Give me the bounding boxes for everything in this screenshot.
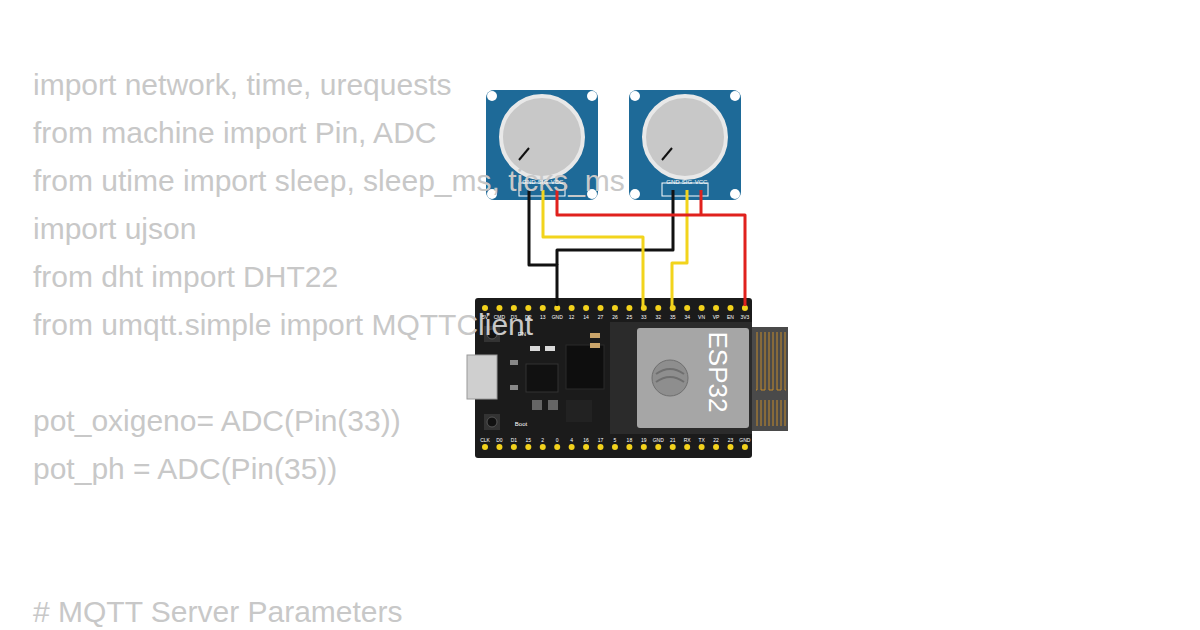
pin-label: 3V3 bbox=[740, 315, 749, 320]
header-pin bbox=[525, 444, 531, 450]
chip-label: ESP32 bbox=[705, 332, 731, 413]
header-pin bbox=[655, 444, 661, 450]
pin-label: D2 bbox=[525, 315, 531, 320]
pin-label: 16 bbox=[583, 438, 589, 443]
code-line: import network, time, urequests bbox=[33, 70, 452, 100]
header-pin bbox=[612, 305, 618, 311]
pin-label: 15 bbox=[526, 438, 532, 443]
pin-label: 34 bbox=[684, 315, 690, 320]
button-label: EN bbox=[518, 331, 526, 337]
pin-label: D0 bbox=[496, 438, 502, 443]
pin-label: 26 bbox=[612, 315, 618, 320]
header-pin bbox=[727, 305, 733, 311]
pin-label: GND bbox=[552, 315, 563, 320]
header-pin bbox=[699, 305, 705, 311]
header-pin bbox=[626, 444, 632, 450]
header-pin bbox=[540, 305, 546, 311]
pin-label: 18 bbox=[627, 438, 633, 443]
pin-label: TX bbox=[698, 438, 704, 443]
header-pin bbox=[482, 444, 488, 450]
pin-label: D1 bbox=[511, 438, 517, 443]
header-pin bbox=[540, 444, 546, 450]
header-pin bbox=[699, 444, 705, 450]
pin-label: 19 bbox=[641, 438, 647, 443]
code-line: pot_ph = ADC(Pin(35)) bbox=[33, 454, 337, 484]
pin-label: 0 bbox=[556, 438, 559, 443]
header-pin bbox=[641, 444, 647, 450]
pin-label: GND bbox=[522, 179, 535, 185]
potentiometer bbox=[629, 90, 741, 200]
pin-label: CLK bbox=[480, 438, 490, 443]
pin-label: GND bbox=[666, 179, 679, 185]
header-pin bbox=[583, 444, 589, 450]
header-pin bbox=[612, 444, 618, 450]
pin-label: 33 bbox=[641, 315, 647, 320]
header-pin bbox=[742, 444, 748, 450]
code-line: from machine import Pin, ADC bbox=[33, 118, 436, 148]
pin-label: D3 bbox=[511, 315, 517, 320]
header-pin bbox=[727, 444, 733, 450]
pin-label: VN bbox=[698, 315, 705, 320]
header-pin bbox=[655, 305, 661, 311]
pin-label: 35 bbox=[670, 315, 676, 320]
pin-label: 21 bbox=[670, 438, 676, 443]
code-line: from dht import DHT22 bbox=[33, 262, 338, 292]
header-pin bbox=[670, 444, 676, 450]
pin-label: VCC bbox=[551, 179, 564, 185]
header-pin bbox=[569, 305, 575, 311]
code-line: # MQTT Server Parameters bbox=[33, 597, 403, 627]
header-pin bbox=[684, 444, 690, 450]
header-pin bbox=[713, 305, 719, 311]
pin-label: 12 bbox=[569, 315, 575, 320]
header-pin bbox=[569, 444, 575, 450]
pin-label: 5 bbox=[614, 438, 617, 443]
pin-label: RX bbox=[684, 438, 691, 443]
header-pin bbox=[713, 444, 719, 450]
pin-label: VCC bbox=[695, 179, 708, 185]
pin-label: EN bbox=[727, 315, 734, 320]
pin-label: CMD bbox=[494, 315, 505, 320]
pin-label: GND bbox=[739, 438, 750, 443]
pin-label: 13 bbox=[540, 315, 546, 320]
pin-label: 27 bbox=[598, 315, 604, 320]
header-pin bbox=[583, 305, 589, 311]
wires bbox=[529, 190, 745, 306]
header-pin bbox=[598, 444, 604, 450]
header-pin bbox=[554, 444, 560, 450]
pin-label: SIG bbox=[538, 179, 548, 185]
pin-label: 2 bbox=[541, 438, 544, 443]
pin-label: 22 bbox=[713, 438, 719, 443]
pin-label: 23 bbox=[728, 438, 734, 443]
pin-label: SIG bbox=[682, 179, 692, 185]
button-label: Boot bbox=[515, 421, 527, 427]
pin-label: 4 bbox=[570, 438, 573, 443]
code-line: pot_oxigeno= ADC(Pin(33)) bbox=[33, 406, 401, 436]
pin-label: GND bbox=[653, 438, 664, 443]
code-line: import ujson bbox=[33, 214, 196, 244]
pin-label: 17 bbox=[598, 438, 604, 443]
header-pin bbox=[511, 444, 517, 450]
header-pin bbox=[626, 305, 632, 311]
code-line: from umqtt.simple import MQTTClient bbox=[33, 310, 533, 340]
header-pin bbox=[684, 305, 690, 311]
pin-label: 32 bbox=[655, 315, 661, 320]
pin-label: 5V bbox=[482, 315, 488, 320]
pin-label: 25 bbox=[627, 315, 633, 320]
code-line: from utime import sleep, sleep_ms, ticks… bbox=[33, 166, 625, 196]
pin-label: VP bbox=[713, 315, 720, 320]
header-pin bbox=[496, 444, 502, 450]
header-pin bbox=[598, 305, 604, 311]
pin-label: 14 bbox=[583, 315, 589, 320]
